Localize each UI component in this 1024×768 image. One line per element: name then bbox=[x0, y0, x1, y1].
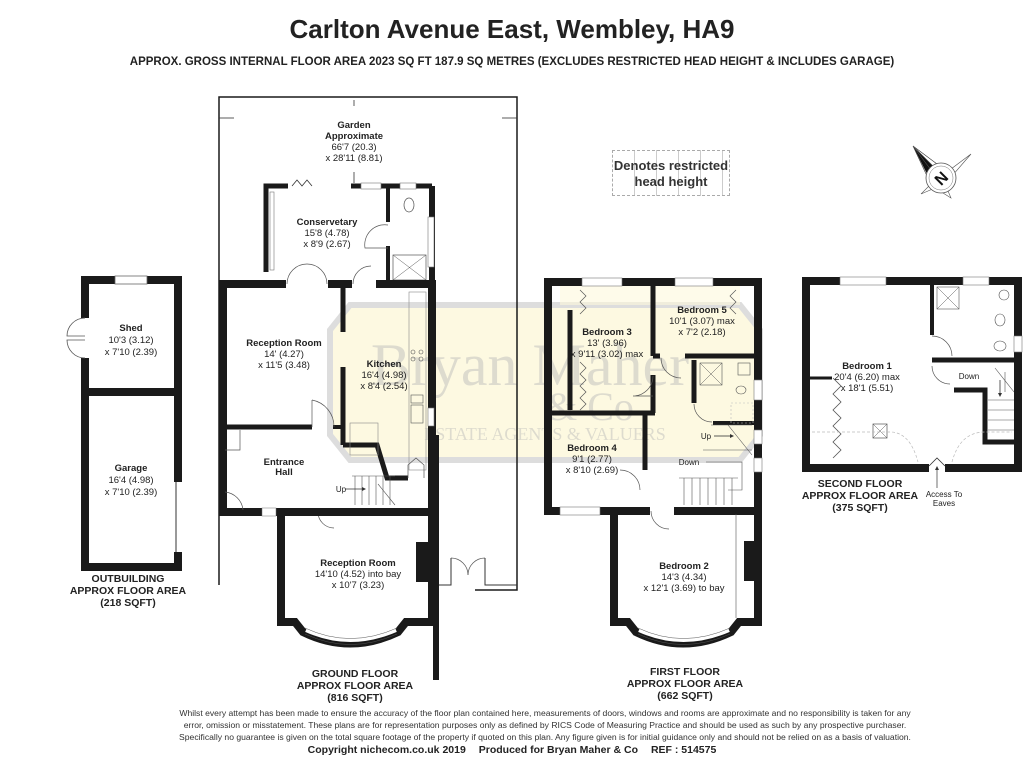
first-floor-label-2: APPROX FLOOR AREA bbox=[627, 678, 744, 690]
reception-room-front-dim-2: x 10'7 (3.23) bbox=[332, 580, 385, 591]
disclaimer-line-2: error, omission or misstatement. These p… bbox=[183, 720, 907, 730]
bedroom-3-dim-2: x 9'11 (3.02) max bbox=[571, 349, 644, 360]
garage-dim-2: x 7'10 (2.39) bbox=[105, 487, 158, 498]
bedroom-3-name: Bedroom 3 bbox=[582, 327, 632, 338]
floor-area-subtitle: APPROX. GROSS INTERNAL FLOOR AREA 2023 S… bbox=[129, 56, 895, 68]
disclaimer: Whilst every attempt has been made to en… bbox=[150, 707, 940, 743]
first-floor-plan bbox=[544, 277, 763, 648]
outbuilding-plan bbox=[66, 275, 182, 571]
compass-north-icon: N bbox=[912, 145, 972, 199]
footer: Copyright nichecom.co.uk 2019 Produced f… bbox=[0, 744, 1024, 756]
garden-name-2: Approximate bbox=[325, 131, 383, 142]
bedroom-1-dim-1: 20'4 (6.20) max bbox=[834, 372, 900, 383]
reference-number: REF : 514575 bbox=[650, 744, 717, 756]
bedroom-2-name: Bedroom 2 bbox=[659, 561, 709, 572]
bedroom-4-name: Bedroom 4 bbox=[567, 443, 617, 454]
bedroom-1-name: Bedroom 1 bbox=[842, 361, 892, 372]
bedroom-4-dim-2: x 8'10 (2.69) bbox=[566, 465, 619, 476]
garage-name: Garage bbox=[115, 463, 148, 474]
second-floor-label-3: (375 SQFT) bbox=[832, 502, 887, 514]
second-floor-label-1: SECOND FLOOR bbox=[818, 478, 903, 490]
copyright-text: Copyright nichecom.co.uk 2019 bbox=[307, 744, 466, 756]
ground-floor-label-3: (816 SQFT) bbox=[327, 692, 382, 704]
produced-for-text: Produced for Bryan Maher & Co bbox=[478, 744, 639, 756]
second-floor-label-2: APPROX FLOOR AREA bbox=[802, 490, 919, 502]
bedroom-4-dim-1: 9'1 (2.77) bbox=[572, 454, 612, 465]
second-floor-plan bbox=[802, 276, 1023, 488]
entrance-hall-name-1: Entrance bbox=[264, 457, 305, 468]
entrance-hall-name-2: Hall bbox=[275, 467, 292, 478]
ground-floor-label-1: GROUND FLOOR bbox=[312, 668, 399, 680]
page-title: Carlton Avenue East, Wembley, HA9 bbox=[289, 14, 735, 44]
eaves-label-2: Eaves bbox=[933, 499, 955, 508]
disclaimer-line-1: Whilst every attempt has been made to en… bbox=[179, 708, 911, 718]
reception-room-rear-dim-1: 14' (4.27) bbox=[264, 349, 304, 360]
bedroom-3-dim-1: 13' (3.96) bbox=[587, 338, 627, 349]
shed-name: Shed bbox=[119, 323, 142, 334]
ground-stairs-up-label: Up bbox=[336, 485, 347, 494]
garden-name-1: Garden bbox=[337, 120, 370, 131]
first-floor-label-3: (662 SQFT) bbox=[657, 690, 712, 702]
ground-floor-plan bbox=[218, 96, 518, 680]
outbuilding-label-2: APPROX FLOOR AREA bbox=[70, 585, 187, 597]
conservatory-dim-2: x 8'9 (2.67) bbox=[303, 239, 350, 250]
bedroom-5-name: Bedroom 5 bbox=[677, 305, 727, 316]
outbuilding-label-1: OUTBUILDING bbox=[92, 573, 165, 585]
first-stairs-down-label: Down bbox=[679, 458, 699, 467]
ground-floor-label-2: APPROX FLOOR AREA bbox=[297, 680, 414, 692]
first-floor-label-1: FIRST FLOOR bbox=[650, 666, 720, 678]
kitchen-name: Kitchen bbox=[367, 359, 402, 370]
reception-room-front-dim-1: 14'10 (4.52) into bay bbox=[315, 569, 402, 580]
reception-room-rear-dim-2: x 11'5 (3.48) bbox=[258, 360, 310, 371]
shed-dim-2: x 7'10 (2.39) bbox=[105, 347, 158, 358]
conservatory-dim-1: 15'8 (4.78) bbox=[304, 228, 349, 239]
eaves-label-1: Access To bbox=[926, 490, 963, 499]
legend-line-2: head height bbox=[634, 174, 708, 189]
conservatory-name: Conservetary bbox=[297, 217, 358, 228]
watermark-line-2: & Co bbox=[546, 384, 634, 429]
legend-line-1: Denotes restricted bbox=[613, 158, 729, 173]
kitchen-dim-2: x 8'4 (2.54) bbox=[360, 381, 407, 392]
restricted-head-height-legend: Denotes restricted head height bbox=[612, 150, 730, 196]
first-stairs-up-label: Up bbox=[701, 432, 712, 441]
shed-dim-1: 10'3 (3.12) bbox=[108, 335, 153, 346]
bedroom-5-dim-2: x 7'2 (2.18) bbox=[678, 327, 725, 338]
outbuilding-label-3: (218 SQFT) bbox=[100, 597, 155, 609]
watermark-line-1: Bryan Maher bbox=[371, 332, 689, 398]
kitchen-dim-1: 16'4 (4.98) bbox=[361, 370, 406, 381]
reception-room-rear-name: Reception Room bbox=[246, 338, 321, 349]
garden-dim-1: 66'7 (20.3) bbox=[331, 142, 376, 153]
second-stairs-down-label: Down bbox=[959, 372, 979, 381]
reception-room-front-name: Reception Room bbox=[320, 558, 395, 569]
bedroom-2-dim-2: x 12'1 (3.69) to bay bbox=[643, 583, 724, 594]
bedroom-5-dim-1: 10'1 (3.07) max bbox=[669, 316, 735, 327]
disclaimer-line-3: Specifically no guarantee is given on th… bbox=[179, 732, 911, 742]
bedroom-2-dim-1: 14'3 (4.34) bbox=[661, 572, 706, 583]
bedroom-1-dim-2: x 18'1 (5.51) bbox=[841, 383, 894, 394]
garden-dim-2: x 28'11 (8.81) bbox=[325, 153, 382, 164]
garage-dim-1: 16'4 (4.98) bbox=[108, 475, 153, 486]
